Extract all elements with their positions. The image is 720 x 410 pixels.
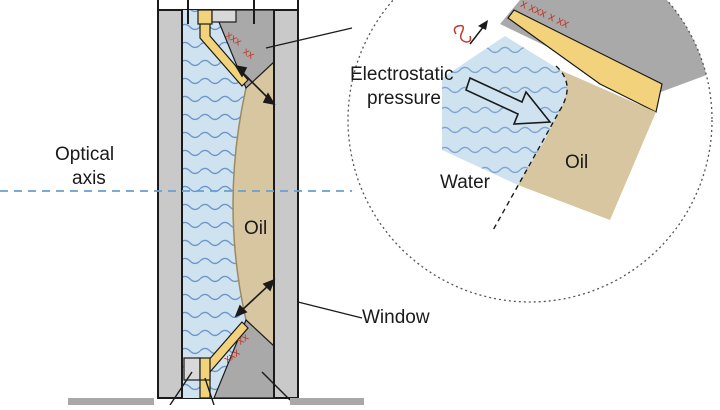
- inset-oil: [518, 70, 656, 220]
- inset-electrode: [507, 9, 663, 113]
- leader-line: [261, 371, 291, 401]
- window-label: Window: [362, 307, 430, 328]
- inset-view: x xxx x xx Electrostatic pressure Oil Wa…: [347, 0, 713, 303]
- charge-arrow-head: [478, 20, 488, 30]
- oil-label: Oil: [244, 218, 267, 239]
- top-contact: [197, 9, 213, 25]
- leader-line: [204, 377, 215, 406]
- bottom-label-box: [68, 398, 154, 408]
- lens-cell: xxx xx xxx xx Oil: [68, 0, 364, 408]
- water-label: Water: [440, 172, 491, 193]
- pressure-arrow: [465, 76, 552, 125]
- bottom-electrode-contact: [199, 357, 211, 381]
- pressure-label: pressure: [367, 88, 441, 109]
- charge-arrow: [469, 25, 485, 45]
- leader-line: [169, 371, 193, 406]
- window-leader: [297, 301, 363, 319]
- charge-squiggle: [453, 24, 472, 43]
- meniscus: [232, 87, 247, 321]
- lower-double-arrow: [234, 278, 276, 318]
- inset-oil-label: Oil: [565, 152, 588, 173]
- upper-double-arrow: [234, 64, 276, 106]
- top-terminal: [211, 9, 237, 23]
- bottom-label-box: [290, 398, 364, 408]
- water-waves: [182, 10, 268, 398]
- inset-leader: [265, 27, 353, 49]
- inset-insulator: [500, 0, 712, 96]
- inset-interface: [491, 65, 568, 233]
- inset-circle: [347, 0, 713, 303]
- bottom-contact: [183, 357, 201, 381]
- optical-axis-label: Optical: [55, 144, 114, 165]
- inset-water-waves: [442, 36, 567, 185]
- optical-axis-label-2: axis: [72, 168, 106, 189]
- electrostatic-label: Electrostatic: [350, 64, 453, 85]
